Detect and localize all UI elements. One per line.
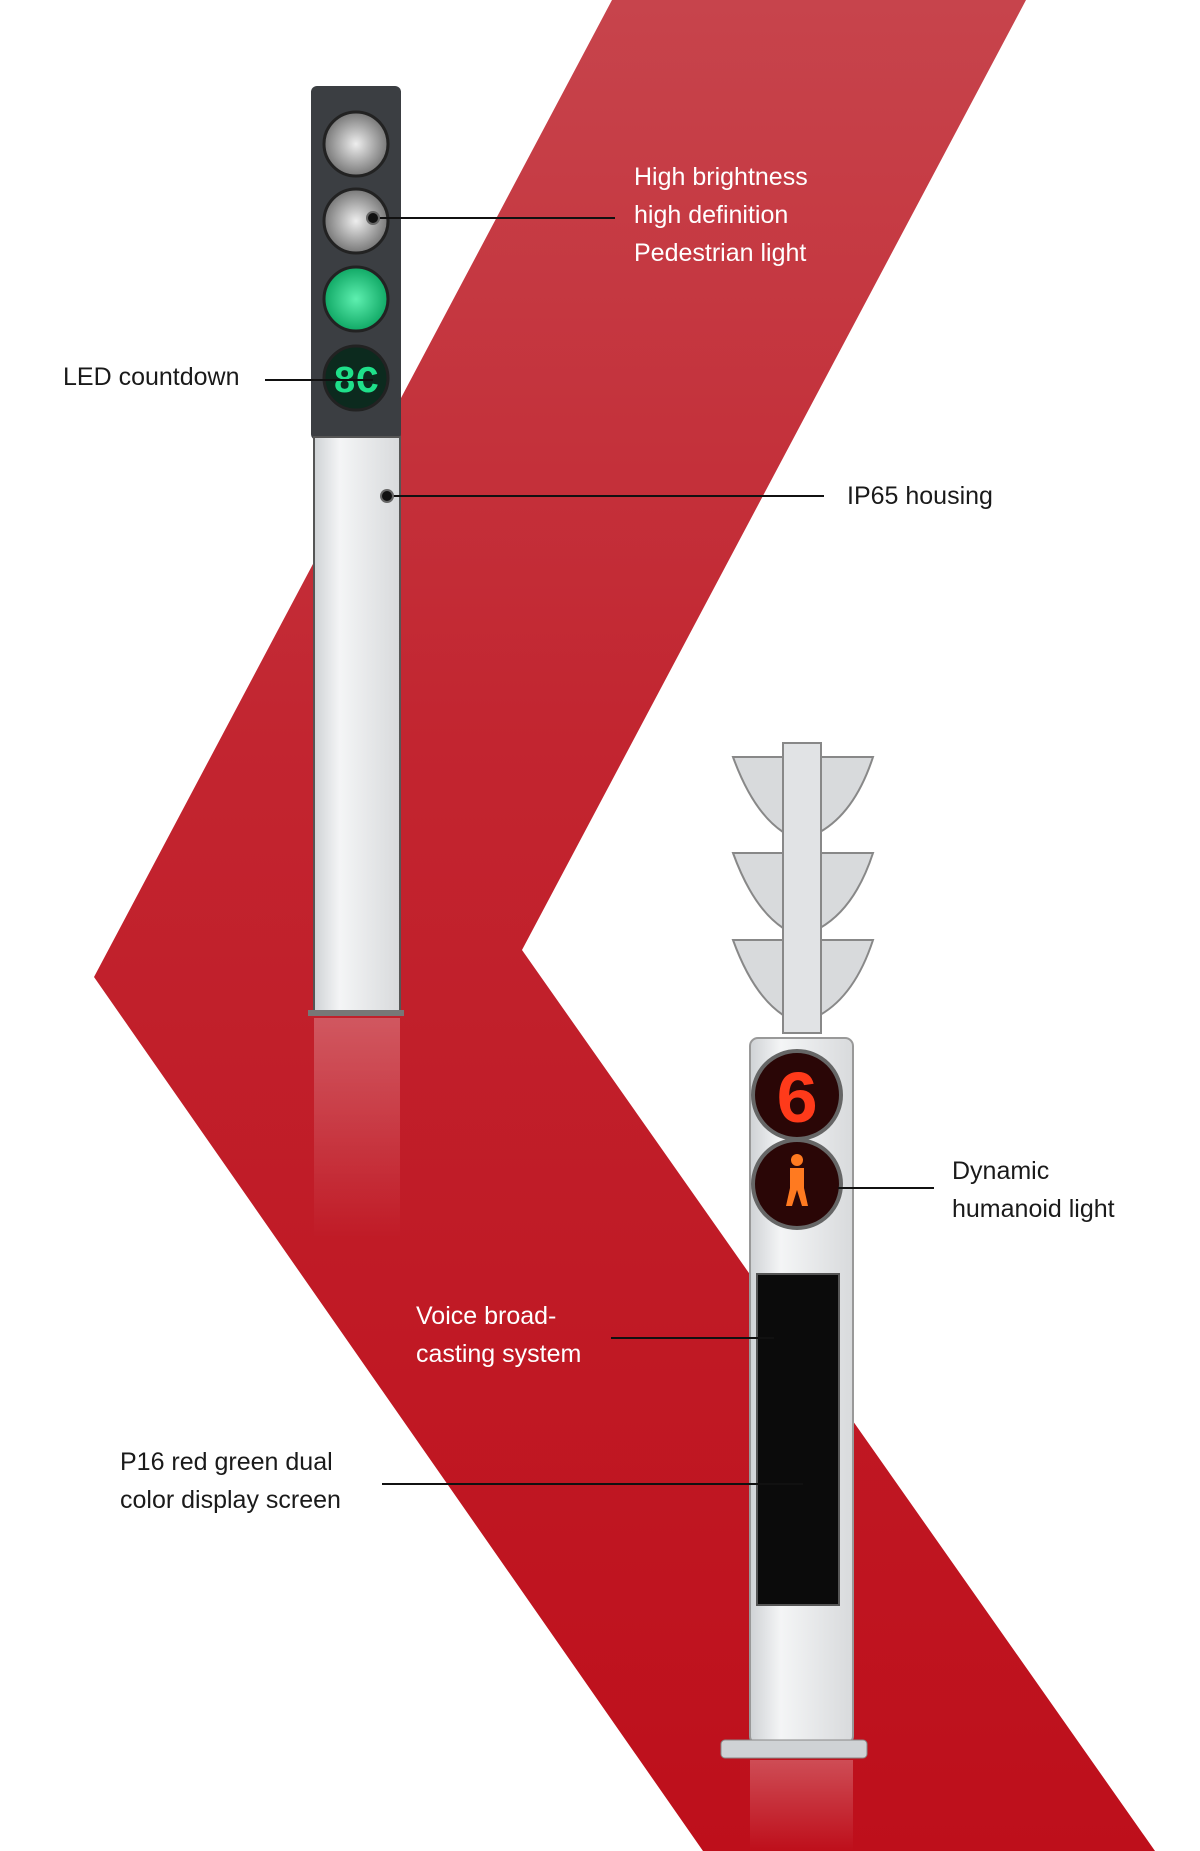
left-countdown-digits: 8C	[333, 361, 379, 404]
label-pedestrian-light: High brightness high definition Pedestri…	[634, 163, 808, 267]
label-voice-system: Voice broad- casting system	[416, 1302, 582, 1368]
walking-person-icon	[786, 1154, 808, 1206]
marker-ip65	[380, 489, 394, 503]
marker-pedestrian	[366, 211, 380, 225]
red-chevron-band	[94, 0, 1155, 1851]
leader-line-pedestrian	[373, 217, 615, 219]
leader-line-humanoid	[838, 1187, 934, 1189]
label-humanoid-light: Dynamic humanoid light	[952, 1157, 1115, 1223]
right-countdown-digit: 6	[775, 1061, 819, 1145]
leader-line-ip65	[387, 495, 824, 497]
leader-line-voice	[611, 1337, 774, 1339]
label-led-countdown: LED countdown	[63, 363, 240, 391]
label-ip65-housing: IP65 housing	[847, 482, 993, 510]
leader-line-display	[382, 1483, 803, 1485]
left-pedestrian-pole: 8C	[308, 86, 404, 1238]
right-pedestrian-pole: 6	[720, 742, 875, 1851]
leader-line-countdown	[265, 379, 373, 381]
label-display-screen: P16 red green dual color display screen	[120, 1448, 341, 1514]
